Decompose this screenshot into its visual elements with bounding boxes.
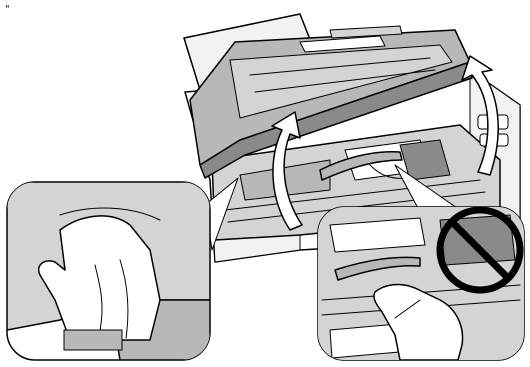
corner-mark: " — [5, 4, 10, 15]
left-callout — [7, 178, 238, 360]
